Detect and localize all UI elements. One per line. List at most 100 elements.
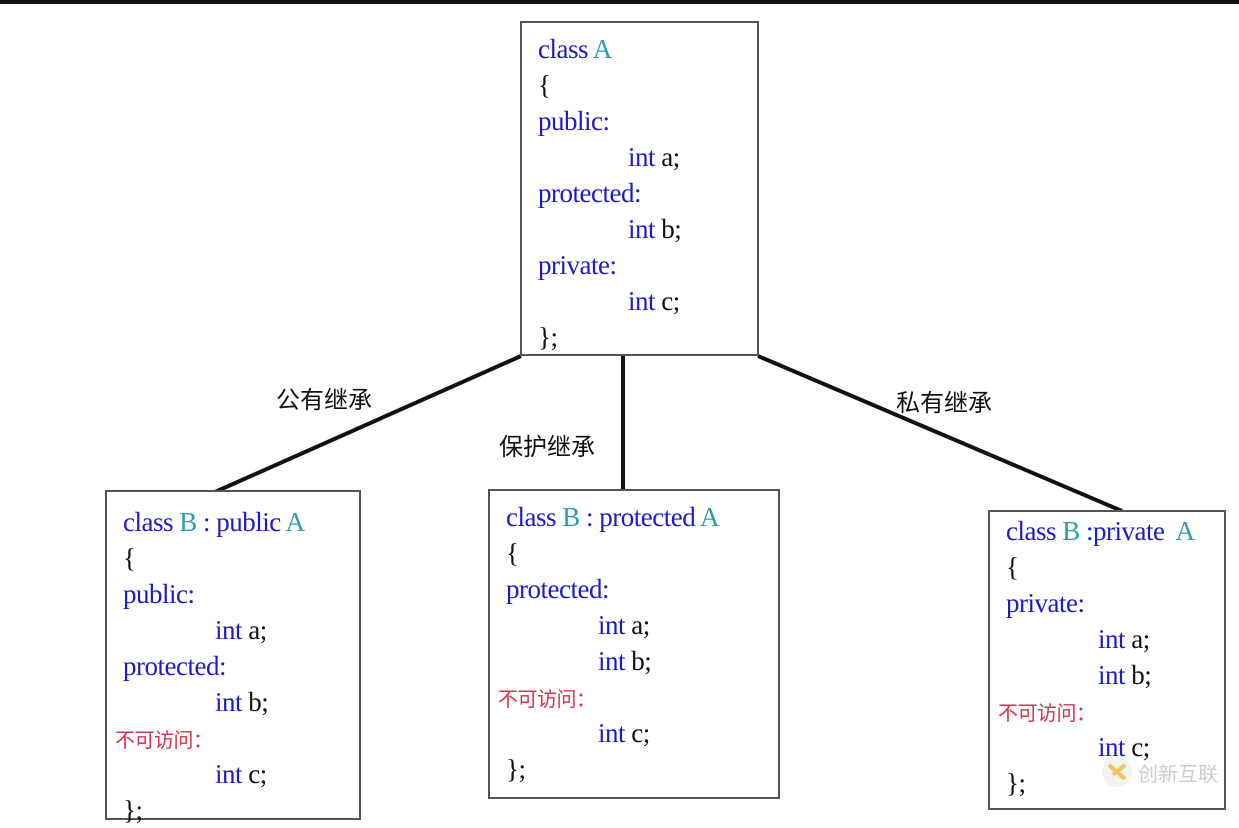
code-line: }; — [123, 792, 143, 828]
code-line: { — [123, 540, 136, 576]
code-line: int c; — [215, 756, 267, 792]
code-token: }; — [123, 795, 143, 825]
code-line: int b; — [215, 684, 269, 720]
code-line: class B : protected A — [506, 499, 719, 535]
code-line: int c; — [628, 283, 680, 319]
code-token: A — [699, 502, 720, 532]
code-token: class — [1006, 516, 1063, 546]
code-token: A — [285, 507, 306, 537]
code-token: int — [215, 687, 249, 717]
code-token: class — [538, 34, 593, 64]
label-private-inheritance: 私有继承 — [896, 389, 992, 417]
label-protected-inheritance: 保护继承 — [499, 433, 595, 461]
code-line: { — [1006, 549, 1019, 585]
code-line: int b; — [1098, 657, 1152, 693]
code-line: 不可访问： — [115, 720, 213, 756]
code-token: c; — [1131, 732, 1150, 762]
code-token: int — [215, 759, 249, 789]
code-line: private: — [1006, 585, 1085, 621]
code-token: }; — [506, 754, 526, 784]
code-token: A — [1175, 516, 1195, 546]
code-token: int — [628, 286, 662, 316]
code-line: }; — [538, 319, 558, 355]
inheritance-connectors — [214, 354, 1123, 513]
code-token: int — [1098, 732, 1132, 762]
code-line: { — [506, 535, 519, 571]
code-token: :private — [1079, 516, 1176, 546]
code-line: class B :private A — [1006, 513, 1195, 549]
code-line: int c; — [598, 715, 650, 751]
code-token: b; — [631, 646, 652, 676]
code-token: int — [598, 610, 632, 640]
inaccessible-label: 不可访问： — [498, 687, 596, 711]
code-line: 不可访问： — [498, 679, 596, 715]
code-line: int b; — [598, 643, 652, 679]
code-token: class — [123, 507, 180, 537]
code-token: b; — [248, 687, 269, 717]
watermark-logo-icon — [1102, 757, 1132, 787]
code-token: int — [1098, 624, 1132, 654]
code-token: protected: — [506, 574, 609, 604]
code-token: B — [562, 502, 580, 532]
code-token: b; — [1131, 660, 1152, 690]
code-token: a; — [631, 610, 650, 640]
protected-derived-box: class B : protected A{protected:int a;in… — [488, 489, 780, 799]
code-line: protected: — [506, 571, 609, 607]
top-border — [0, 0, 1239, 4]
code-line: protected: — [538, 175, 641, 211]
code-token: c; — [661, 286, 680, 316]
code-line: class A — [538, 31, 612, 67]
code-line: int a; — [628, 139, 680, 175]
code-token: int — [598, 718, 632, 748]
watermark: 创新互联 — [1100, 755, 1218, 789]
inaccessible-label: 不可访问： — [115, 728, 213, 752]
code-line: public: — [123, 576, 195, 612]
code-line: private: — [538, 247, 617, 283]
code-line: public: — [538, 103, 610, 139]
code-token: c; — [631, 718, 650, 748]
public-derived-box: class B : public A{public:int a;protecte… — [105, 490, 361, 825]
code-token: b; — [661, 214, 682, 244]
code-token: private: — [1006, 588, 1085, 618]
base-class-box: class A{public:int a;protected:int b;pri… — [520, 21, 759, 356]
code-token: a; — [1131, 624, 1150, 654]
code-token: int — [628, 142, 662, 172]
label-public-inheritance: 公有继承 — [276, 386, 372, 414]
code-token: a; — [248, 615, 267, 645]
code-token: public: — [123, 579, 195, 609]
code-token: c; — [248, 759, 267, 789]
code-line: int c; — [1098, 729, 1150, 765]
code-line: int a; — [1098, 621, 1150, 657]
code-token: { — [123, 543, 136, 573]
code-token: }; — [1006, 768, 1026, 798]
inaccessible-label: 不可访问： — [998, 701, 1096, 725]
code-line: }; — [1006, 765, 1026, 801]
code-token: { — [538, 70, 551, 100]
watermark-text: 创新互联 — [1138, 761, 1218, 786]
code-token: : protected — [579, 502, 700, 532]
code-token: B — [1062, 516, 1080, 546]
code-line: { — [538, 67, 551, 103]
code-token: B — [179, 507, 197, 537]
code-token: public: — [538, 106, 610, 136]
code-line: protected: — [123, 648, 226, 684]
code-line: 不可访问： — [998, 693, 1096, 729]
code-line: int b; — [628, 211, 682, 247]
code-token: int — [598, 646, 632, 676]
code-token: : public — [196, 507, 286, 537]
edge-private — [757, 354, 1123, 513]
code-line: int a; — [598, 607, 650, 643]
code-line: class B : public A — [123, 504, 305, 540]
code-token: A — [592, 34, 613, 64]
code-token: { — [506, 538, 519, 568]
private-derived-box: class B :private A{private:int a;int b;不… — [988, 510, 1226, 810]
code-line: }; — [506, 751, 526, 787]
code-token: protected: — [538, 178, 641, 208]
code-token: a; — [661, 142, 680, 172]
code-token: int — [628, 214, 662, 244]
code-token: int — [1098, 660, 1132, 690]
code-token: private: — [538, 250, 617, 280]
code-token: }; — [538, 322, 558, 352]
code-token: int — [215, 615, 249, 645]
code-line: int a; — [215, 612, 267, 648]
